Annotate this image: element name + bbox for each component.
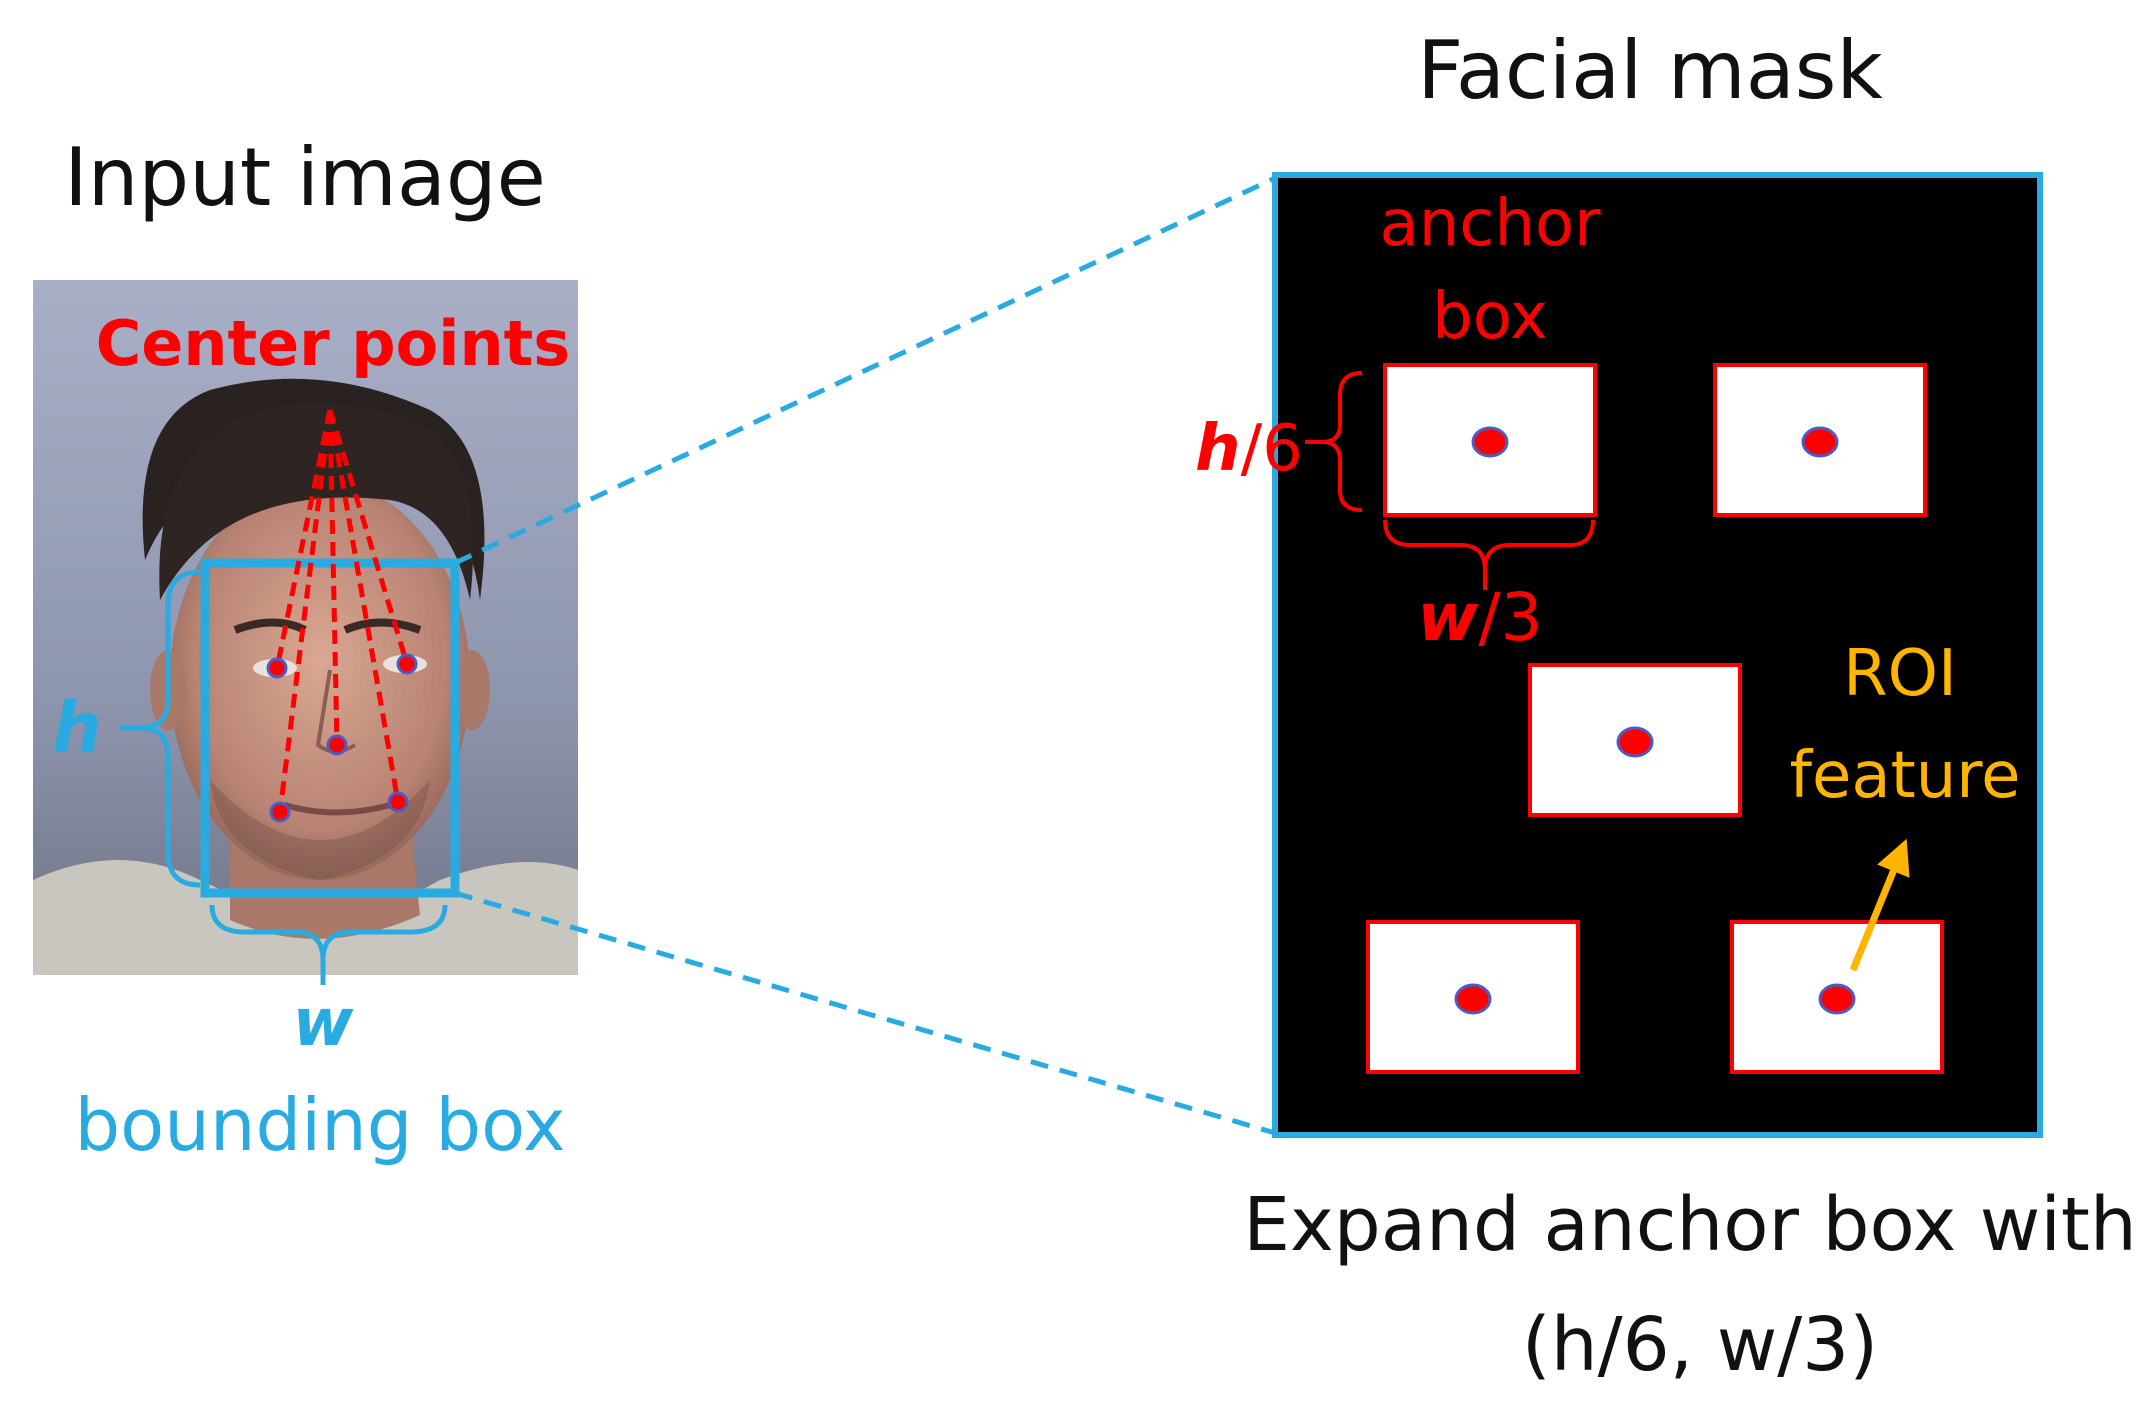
landmark-dots	[266, 653, 418, 823]
landmark-dot	[387, 791, 409, 813]
caption-line2: (h/6, w/3)	[1522, 1302, 1878, 1388]
connector-bottom	[454, 890, 1276, 1136]
anchor-box	[1528, 663, 1742, 817]
anchor-label-line1: anchor	[1380, 187, 1602, 261]
anchor-boxes	[1366, 363, 1944, 1074]
anchor-label-line2: box	[1432, 280, 1548, 354]
caption-line1: Expand anchor box with	[1243, 1182, 2137, 1268]
anchor-box	[1366, 920, 1580, 1074]
center-points-label: Center points	[96, 307, 570, 380]
anchor-center-dot	[1616, 726, 1654, 758]
anchor-center-dot	[1801, 426, 1839, 458]
landmark-dot	[396, 653, 418, 675]
anchor-center-dot	[1454, 983, 1492, 1015]
roi-arrow	[1849, 838, 1910, 972]
h-label: h	[52, 687, 102, 769]
input-image-title: Input image	[64, 131, 546, 224]
center-point-lines	[274, 409, 410, 813]
connector-top	[453, 175, 1277, 566]
roi-label-line1: ROI	[1843, 637, 1957, 711]
facial-mask-title: Facial mask	[1417, 24, 1883, 117]
bounding-box-label: bounding box	[74, 1083, 565, 1167]
anchor-center-dot	[1818, 983, 1856, 1015]
h6-label: h/6	[1195, 412, 1303, 486]
landmark-dot	[269, 801, 291, 823]
face-photo	[33, 280, 578, 975]
bounding-box	[200, 558, 460, 898]
w-label: w	[293, 984, 355, 1061]
roi-label-line2: feature	[1789, 739, 2020, 813]
landmark-dot	[266, 657, 288, 679]
w3-label: w/3	[1417, 579, 1542, 656]
landmark-dot	[326, 734, 348, 756]
anchor-center-dot	[1471, 426, 1509, 458]
